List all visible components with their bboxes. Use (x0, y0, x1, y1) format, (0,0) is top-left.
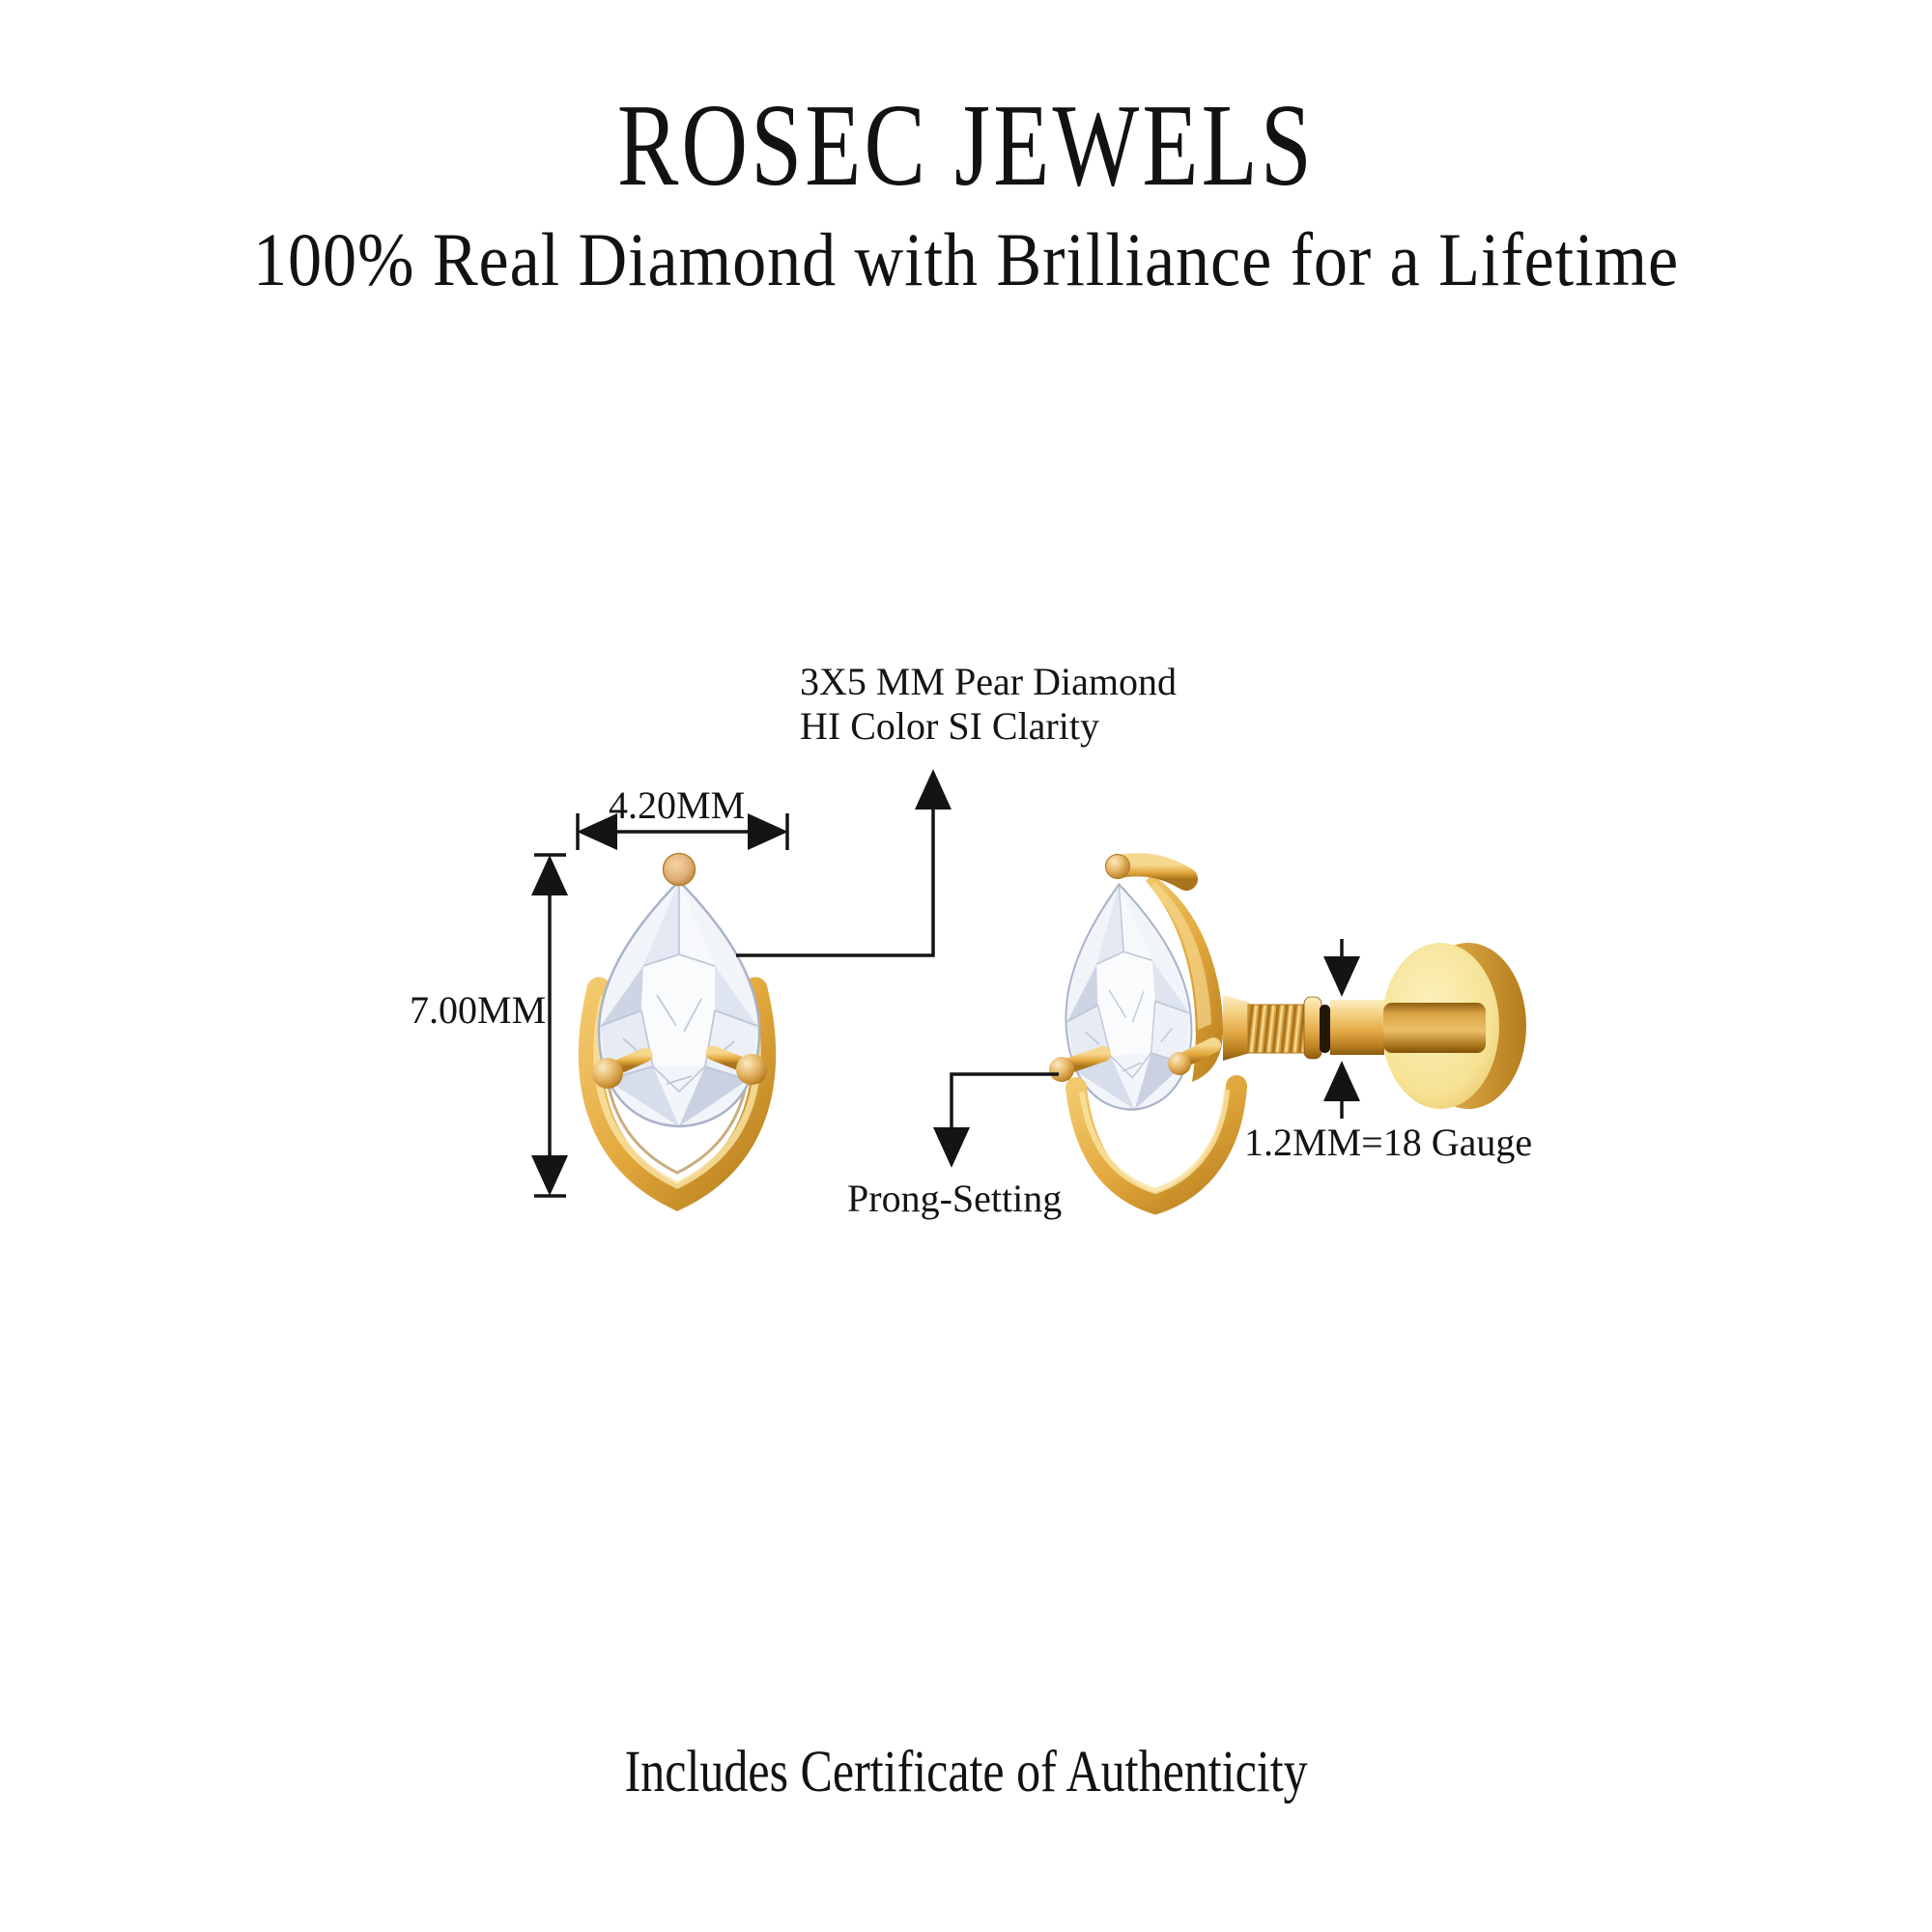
diamond-spec-label: 3X5 MM Pear Diamond HI Color SI Clarity (800, 660, 1177, 749)
prong-setting-label: Prong-Setting (847, 1177, 1063, 1220)
right-prong-ball (736, 1054, 767, 1085)
certificate-note-text: Includes Certificate of Authenticity (624, 1740, 1308, 1804)
left-prong-ball (592, 1058, 623, 1089)
height-dimension-label: 7.00MM (410, 988, 547, 1032)
brand-title-text: ROSEC JEWELS (616, 80, 1316, 211)
width-dimension-line (576, 812, 789, 851)
width-dimension-label: 4.20MM (609, 783, 746, 827)
brand-title: ROSEC JEWELS (0, 80, 1932, 211)
front-earring-illustration (578, 852, 777, 1211)
certificate-note: Includes Certificate of Authenticity (0, 1740, 1932, 1804)
prong-setting-leader-arrow (932, 1072, 1059, 1168)
brand-tagline: 100% Real Diamond with Brilliance for a … (0, 218, 1932, 301)
height-dimension-line (530, 853, 569, 1198)
brand-tagline-text: 100% Real Diamond with Brilliance for a … (252, 217, 1680, 301)
top-prong-ball (662, 852, 696, 887)
post-gauge-label: 1.2MM=18 Gauge (1244, 1121, 1533, 1164)
side-prong-ball (1049, 1057, 1074, 1082)
diamond-spec-line1: 3X5 MM Pear Diamond (800, 660, 1177, 703)
diamond-spec-line2: HI Color SI Clarity (800, 704, 1099, 748)
side-earring-illustration (1049, 853, 1526, 1215)
diamond-spec-leader-arrow (736, 769, 952, 957)
